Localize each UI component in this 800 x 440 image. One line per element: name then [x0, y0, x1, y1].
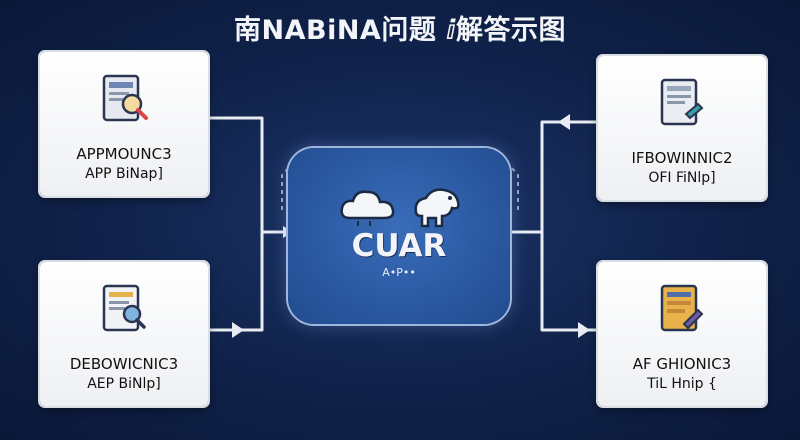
card-name: DEBOWICNIC3 [69, 355, 179, 373]
arrow-right-top [558, 114, 570, 130]
card-subtitle: OFI FiNlp] [648, 170, 716, 186]
diagram-title: 南NABiNA问题 ⅈ解答示图 [234, 15, 566, 46]
card-name: AF GHIONIC3 [632, 355, 732, 373]
arrow-left-bottom [232, 322, 244, 338]
document-edit-icon [660, 284, 704, 332]
card-subtitle: AEP BiNlp] [87, 376, 161, 392]
card-ifbowinnic2[interactable]: IFBOWINNIC2 OFI FiNlp] [598, 56, 766, 200]
connector-right-bottom [540, 230, 600, 332]
connector-left-top [208, 116, 290, 234]
connector-right-top [508, 120, 600, 234]
card-debowicnic3[interactable]: DEBOWICNIC3 AEP BiNlp] [40, 262, 208, 406]
dinosaur-icon [414, 188, 460, 228]
card-subtitle: TiL Hnip { [647, 376, 717, 392]
connector-left-bottom [208, 230, 264, 332]
hub-title: CUAR [351, 228, 447, 264]
document-gear-icon [102, 284, 146, 332]
card-af-ghionic3[interactable]: AF GHIONIC3 TiL Hnip { [598, 262, 766, 406]
central-hub[interactable]: CUAR A•P•• [288, 148, 510, 324]
card-name: IFBOWINNIC2 [631, 149, 733, 167]
document-search-icon [102, 74, 148, 122]
cloud-icon [340, 190, 395, 226]
card-name: APPMOUNC3 [76, 145, 172, 163]
hub-subtitle: A•P•• [382, 266, 416, 279]
card-subtitle: APP BiNap] [85, 166, 163, 182]
card-appmounc3[interactable]: APPMOUNC3 APP BiNap] [40, 52, 208, 196]
arrow-right-bottom [578, 322, 590, 338]
document-check-icon [660, 78, 704, 126]
